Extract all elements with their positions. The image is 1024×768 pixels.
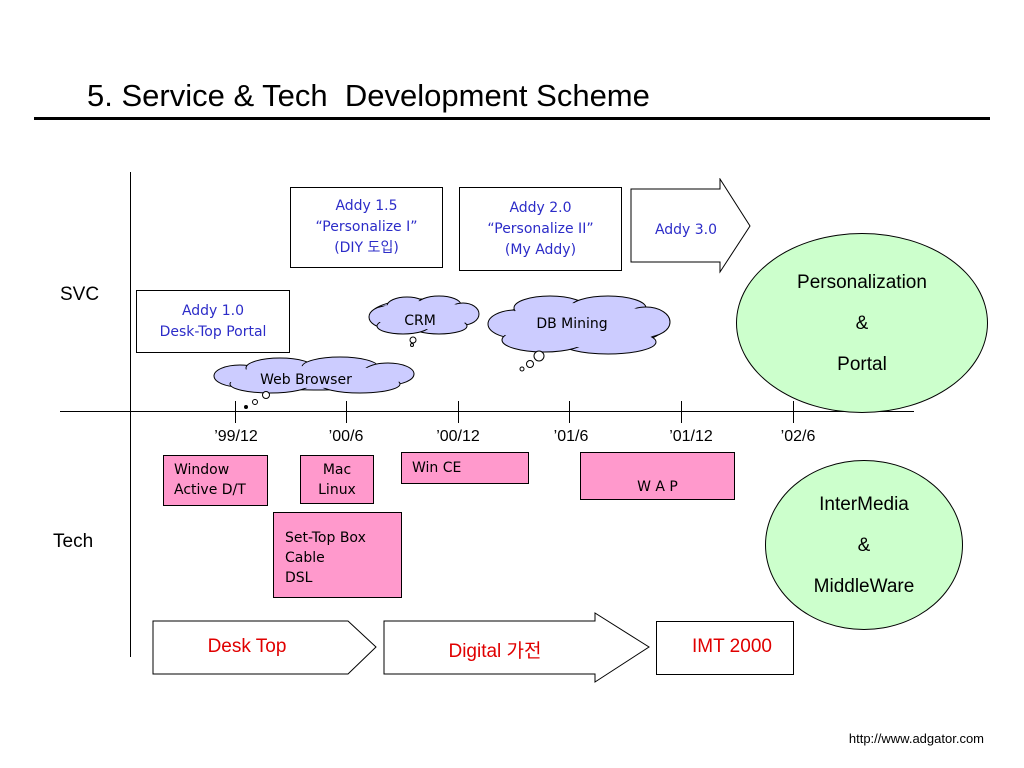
addy-1-0-box: Addy 1.0 Desk-Top Portal xyxy=(136,290,290,353)
tick-02-6 xyxy=(793,401,794,423)
web-browser-label: Web Browser xyxy=(260,372,352,388)
web-browser-cloud xyxy=(213,356,415,409)
linux-label: Linux xyxy=(318,482,356,498)
personalization-portal-ellipse: Personalization & Portal xyxy=(736,233,988,413)
desk-top-label: Desk Top xyxy=(207,636,287,657)
tick-label-01-6: ’01/6 xyxy=(553,428,589,445)
tick-99-12 xyxy=(235,401,236,423)
window-box: Window Active D/T xyxy=(163,455,268,506)
addy-3-0-arrow xyxy=(630,178,751,274)
intermedia-ampersand: & xyxy=(857,534,871,556)
imt-2000-box xyxy=(656,621,794,675)
addy-1-5-name: Addy 1.5 xyxy=(335,198,398,214)
mac-linux-box: Mac Linux xyxy=(300,455,374,504)
imt-2000-label: IMT 2000 xyxy=(692,636,772,657)
addy-2-0-name: Addy 2.0 xyxy=(509,199,572,216)
tick-label-00-12: ’00/12 xyxy=(436,428,480,445)
mac-label: Mac xyxy=(322,462,352,478)
wap-label: W A P xyxy=(637,479,678,495)
vertical-axis xyxy=(130,172,131,657)
tick-label-02-6: ’02/6 xyxy=(780,428,816,445)
dsl-label: DSL xyxy=(285,570,313,586)
active-dt-label: Active D/T xyxy=(174,482,246,498)
personalization-ampersand: & xyxy=(855,312,869,334)
crm-cloud xyxy=(368,295,480,347)
intermedia-middleware-ellipse: InterMedia & MiddleWare xyxy=(765,460,963,630)
intermedia-label: InterMedia xyxy=(819,493,909,515)
db-mining-label: DB Mining xyxy=(536,316,608,332)
crm-label: CRM xyxy=(404,313,436,329)
footer-url[interactable]: http://www.adgator.com xyxy=(848,731,984,746)
win-ce-box: Win CE xyxy=(401,452,529,484)
middleware-label: MiddleWare xyxy=(813,575,915,597)
personalization-label: Personalization xyxy=(797,271,927,293)
window-label: Window xyxy=(174,462,230,478)
addy-2-0-subtitle: “Personalize II” xyxy=(487,220,594,237)
addy-3-0-label: Addy 3.0 xyxy=(654,222,718,238)
addy-1-5-subtitle: “Personalize I” xyxy=(315,219,418,235)
page-title: 5. Service & Tech Development Scheme xyxy=(87,78,650,113)
digital-appliance-label: Digital 가전 xyxy=(448,641,542,662)
tick-01-12 xyxy=(681,401,682,423)
addy-2-0-box: Addy 2.0 “Personalize II” (My Addy) xyxy=(459,187,622,271)
tick-label-01-12: ’01/12 xyxy=(669,428,713,445)
set-top-box: Set-Top Box Cable DSL xyxy=(273,512,402,598)
digital-appliance-arrow xyxy=(383,612,650,683)
addy-1-5-box: Addy 1.5 “Personalize I” (DIY 도입) xyxy=(290,187,443,268)
addy-2-0-note: (My Addy) xyxy=(504,241,577,258)
tick-01-6 xyxy=(569,401,570,423)
win-ce-label: Win CE xyxy=(412,460,462,476)
set-top-label: Set-Top Box xyxy=(285,530,366,546)
title-underline xyxy=(34,117,990,120)
addy-1-0-subtitle: Desk-Top Portal xyxy=(159,323,267,340)
row-label-tech: Tech xyxy=(53,531,94,552)
desk-top-arrow xyxy=(152,620,377,675)
portal-label: Portal xyxy=(837,353,887,375)
db-mining-cloud xyxy=(487,295,671,372)
cable-label: Cable xyxy=(285,550,325,566)
tick-label-00-6: ’00/6 xyxy=(328,428,364,445)
row-label-svc: SVC xyxy=(60,284,100,305)
addy-1-0-name: Addy 1.0 xyxy=(181,302,245,319)
wap-box: W A P xyxy=(580,452,735,500)
addy-1-5-note: (DIY 도입) xyxy=(334,240,399,256)
tick-00-6 xyxy=(346,401,347,423)
timeline-axis xyxy=(60,411,914,412)
tick-label-99-12: ’99/12 xyxy=(214,428,258,445)
tick-00-12 xyxy=(458,401,459,423)
